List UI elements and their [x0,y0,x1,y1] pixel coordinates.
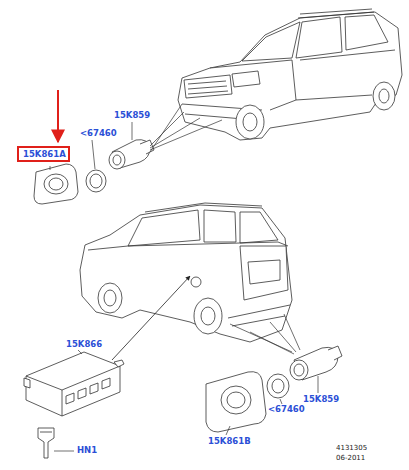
vehicle-front-view [178,9,402,140]
highlight-arrow [57,90,59,142]
part-number: 15K866 [66,340,102,349]
bezel-rear [206,372,266,432]
parking-sensor-front [109,140,154,169]
part-number: HN1 [77,446,97,455]
drawing-date: 06-2011 [336,455,365,463]
vehicle-rear-view [80,203,292,342]
part-number: 15K859 [303,395,339,404]
part-number: 15K861A [23,150,64,159]
clip [38,428,54,458]
drawing-number: 4131305 [336,445,367,453]
control-module [24,352,124,416]
part-number: 15K859 [114,111,150,120]
leader-lines [50,104,318,451]
location-arrow [112,276,190,360]
bezel-front [34,164,78,204]
callout-number: <67460 [268,405,305,414]
parking-sensor-rear [290,346,342,380]
retainer-ring-rear [267,374,289,398]
part-number: 15K861B [208,437,251,446]
highlight-box: 15K861A [17,146,70,162]
callout-number: <67460 [80,129,117,138]
retainer-ring-front [86,170,106,192]
